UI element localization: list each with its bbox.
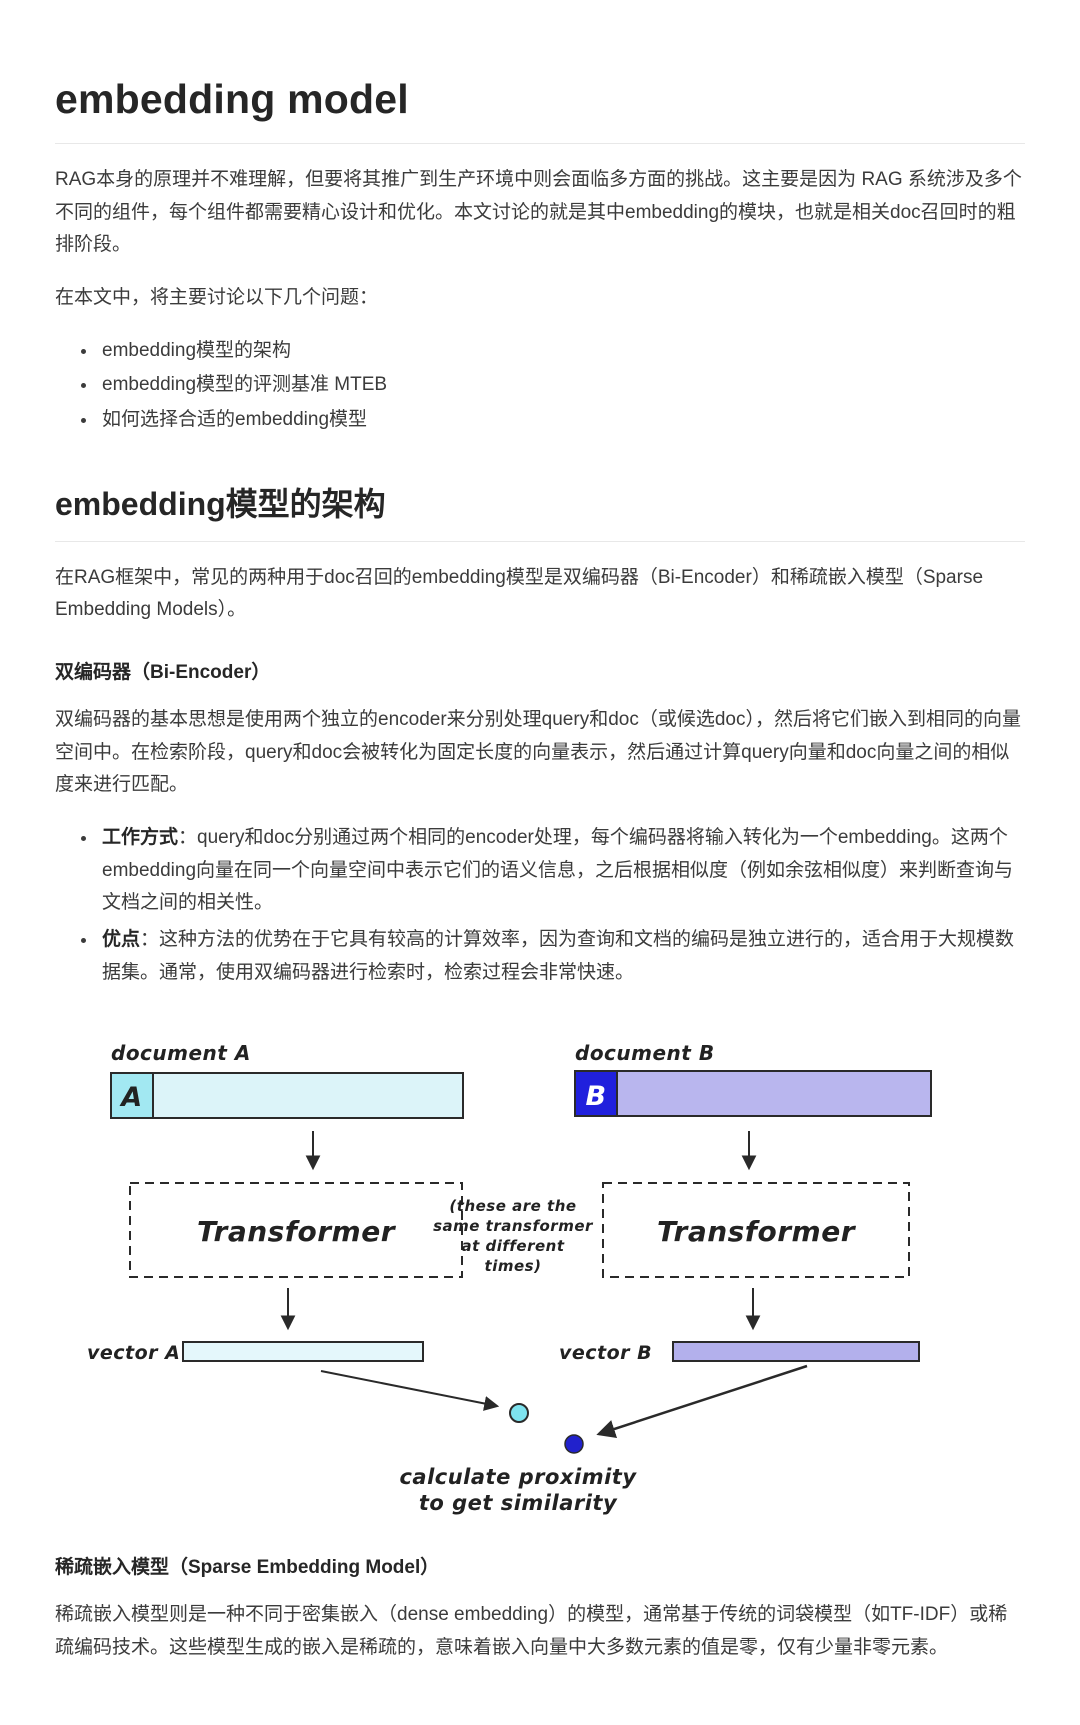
proximity-caption-line1: calculate proximity [399, 1465, 637, 1489]
topic-item: embedding模型的评测基准 MTEB [98, 369, 1025, 402]
topic-item: 如何选择合适的embedding模型 [98, 404, 1025, 437]
arrow-vector-a-to-dot [320, 1370, 500, 1412]
document-a-box [110, 1072, 464, 1120]
similarity-dot-a [509, 1403, 529, 1424]
point-label: 工作方式 [102, 827, 179, 849]
vector-a-label: vector A [87, 1342, 180, 1364]
vector-a-bar [182, 1341, 424, 1363]
bi-encoder-point-how: 工作方式：query和doc分别通过两个相同的encoder处理，每个编码器将输… [98, 822, 1025, 920]
transformer-a-box [129, 1182, 463, 1279]
point-label: 优点 [102, 929, 141, 951]
bi-encoder-diagram-svg: document A A document B B Transformer Tr… [87, 1041, 932, 1515]
same-transformer-note: (these are the same transformer at diffe… [433, 1197, 594, 1275]
transformer-b-label: Transformer [657, 1215, 857, 1248]
note-line: (these are the [449, 1197, 576, 1215]
vector-b-label: vector B [559, 1342, 652, 1364]
document-a-cell [110, 1072, 154, 1120]
point-text: ：这种方法的优势在于它具有较高的计算效率，因为查询和文档的编码是独立进行的，适合… [102, 929, 1015, 983]
point-text: ：query和doc分别通过两个相同的encoder处理，每个编码器将输入转化为… [102, 827, 1014, 914]
bi-encoder-diagram: document A A document B B Transformer Tr… [55, 1035, 1025, 1522]
bi-encoder-point-pros: 优点：这种方法的优势在于它具有较高的计算效率，因为查询和文档的编码是独立进行的，… [98, 924, 1025, 989]
document-b-box [574, 1070, 932, 1118]
architecture-heading: embedding模型的架构 [55, 479, 1025, 542]
architecture-paragraph: 在RAG框架中，常见的两种用于doc召回的embedding模型是双编码器（Bi… [55, 566, 984, 621]
note-line: same transformer [433, 1217, 594, 1235]
document-b-letter: B [585, 1081, 606, 1112]
vector-b-bar [672, 1341, 920, 1363]
document-a-label: document A [111, 1041, 251, 1065]
intro-paragraph-1: RAG本身的原理并不难理解，但要将其推广到生产环境中则会面临多方面的挑战。这主要… [55, 169, 1022, 256]
intro-paragraph-2: 在本文中，将主要讨论以下几个问题： [55, 287, 379, 309]
page-title: embedding model [55, 76, 1025, 144]
bi-encoder-paragraph: 双编码器的基本思想是使用两个独立的encoder来分别处理query和doc（或… [55, 709, 1021, 796]
sparse-paragraph: 稀疏嵌入模型则是一种不同于密集嵌入（dense embedding）的模型，通常… [55, 1604, 1008, 1659]
note-line: times) [485, 1257, 542, 1275]
proximity-caption-line2: to get similarity [419, 1491, 618, 1515]
bi-encoder-points: 工作方式：query和doc分别通过两个相同的encoder处理，每个编码器将输… [55, 822, 1025, 989]
document-b-label: document B [575, 1041, 715, 1065]
document-b-cell [574, 1070, 618, 1118]
arrow-vector-b-to-dot [596, 1365, 808, 1439]
topics-list: embedding模型的架构 embedding模型的评测基准 MTEB 如何选… [55, 335, 1025, 437]
topic-item: embedding模型的架构 [98, 335, 1025, 368]
bi-encoder-heading: 双编码器（Bi-Encoder） [55, 662, 271, 684]
transformer-a-label: Transformer [197, 1215, 397, 1248]
transformer-b-box [602, 1182, 910, 1279]
similarity-dot-b [564, 1434, 584, 1455]
sparse-heading: 稀疏嵌入模型（Sparse Embedding Model） [55, 1557, 440, 1579]
document-a-letter: A [119, 1082, 142, 1113]
note-line: at different [461, 1237, 564, 1255]
